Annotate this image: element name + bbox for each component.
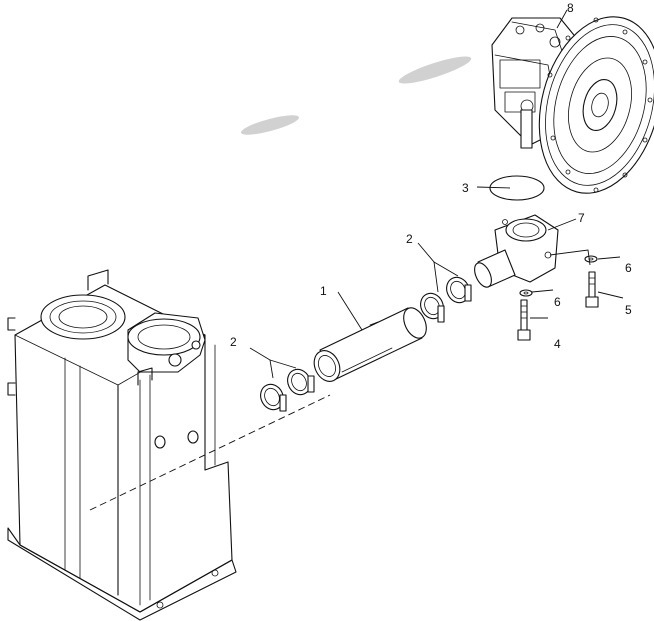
callout-4: 4 — [554, 337, 561, 351]
callout-2-lower: 2 — [230, 335, 237, 349]
bolt-short — [585, 271, 599, 308]
callout-8: 8 — [567, 1, 574, 15]
callout-labels: 1 2 2 3 4 5 6 6 7 8 — [230, 1, 632, 351]
hydraulic-pump — [491, 16, 654, 194]
bolt-long — [517, 299, 531, 341]
assembly-centerline — [89, 394, 331, 511]
callout-6-upper: 6 — [625, 261, 632, 275]
callout-3: 3 — [462, 181, 469, 195]
hydraulic-tank — [7, 269, 237, 621]
callout-7: 7 — [578, 211, 585, 225]
elbow-fitting — [474, 214, 559, 288]
callout-5: 5 — [625, 303, 632, 317]
washers — [519, 255, 598, 297]
callout-6-lower: 6 — [554, 295, 561, 309]
leader-lines — [249, 9, 624, 379]
suction-hose — [313, 307, 427, 382]
hose-clamp-pair-lower — [260, 368, 315, 412]
hose-clamp-pair-upper — [420, 276, 472, 323]
o-ring — [489, 175, 545, 201]
callout-1: 1 — [320, 284, 327, 298]
callout-2-upper: 2 — [406, 232, 413, 246]
